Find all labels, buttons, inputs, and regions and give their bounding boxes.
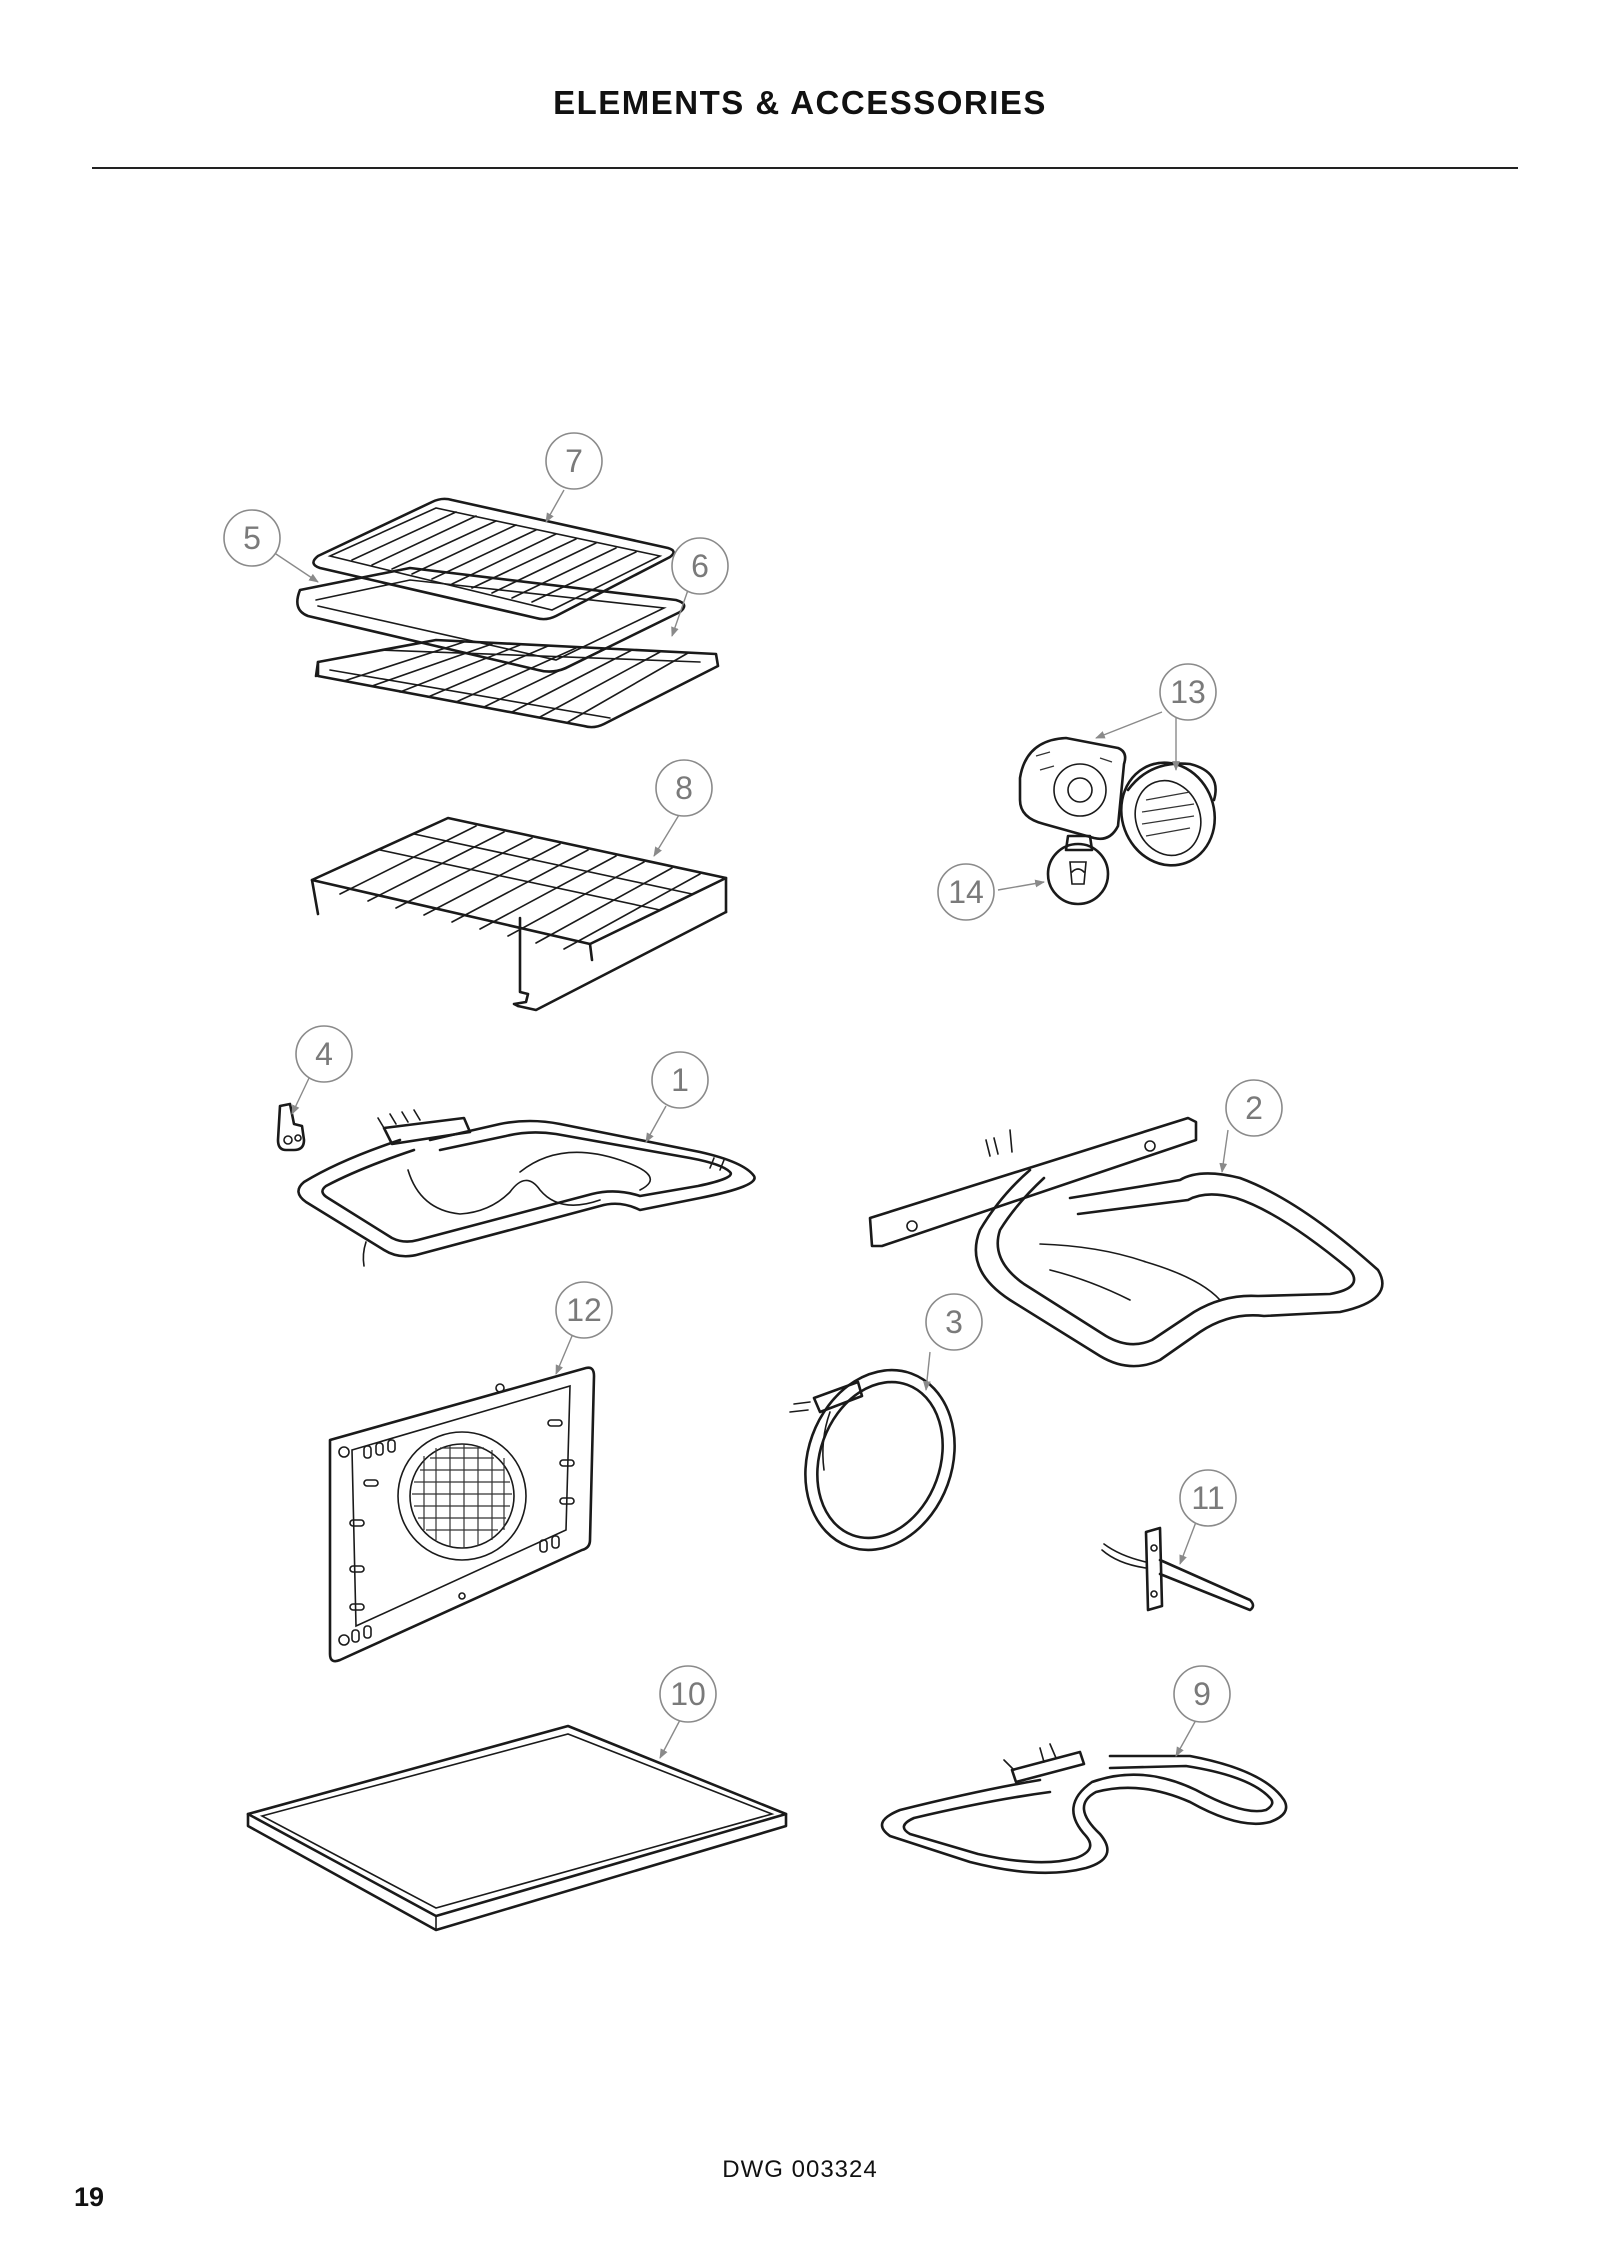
callout-3: 3	[925, 1293, 983, 1351]
oven-lamp-assembly-part	[1018, 736, 1217, 867]
header-divider	[92, 167, 1518, 169]
drawing-number: DWG 003324	[722, 2156, 878, 2183]
top-element-part	[868, 1116, 1384, 1368]
callout-leaders	[269, 489, 1229, 1759]
grill-element-part	[297, 1109, 756, 1267]
callout-3-label: 3	[945, 1304, 963, 1340]
page-number: 19	[74, 2182, 105, 2212]
callout-14: 14	[937, 863, 995, 921]
bottom-element-part	[880, 1743, 1288, 1875]
grill-pan-insert-part	[312, 497, 675, 621]
oven-shelf-part	[310, 816, 728, 1012]
callout-14-label: 14	[948, 874, 984, 910]
callout-6-label: 6	[691, 548, 709, 584]
rear-panel-part	[328, 1366, 596, 1663]
callout-5-label: 5	[243, 520, 261, 556]
callout-11: 11	[1179, 1469, 1237, 1527]
callout-10: 10	[659, 1665, 717, 1723]
callout-11-label: 11	[1191, 1480, 1224, 1516]
callout-1-label: 1	[671, 1062, 689, 1098]
callout-5: 5	[223, 509, 281, 567]
callout-7-label: 7	[565, 443, 583, 479]
callout-13: 13	[1159, 663, 1217, 721]
callout-6: 6	[671, 537, 729, 595]
callout-2-label: 2	[1245, 1090, 1263, 1126]
callout-7: 7	[545, 432, 603, 490]
oven-sensor-part	[1101, 1526, 1255, 1612]
callout-13-label: 13	[1170, 674, 1206, 710]
callout-9: 9	[1173, 1665, 1231, 1723]
callout-10-label: 10	[670, 1676, 706, 1712]
callout-2: 2	[1225, 1079, 1283, 1137]
lamp-bulb-part	[1046, 834, 1110, 906]
callout-12: 12	[555, 1281, 613, 1339]
callout-4: 4	[295, 1025, 353, 1083]
callout-8: 8	[655, 759, 713, 817]
callout-12-label: 12	[566, 1292, 602, 1328]
page-title: ELEMENTS & ACCESSORIES	[553, 84, 1047, 121]
callout-8-label: 8	[675, 770, 693, 806]
shelf-rack-part	[314, 638, 720, 729]
element-clip-part	[276, 1102, 306, 1152]
callout-4-label: 4	[315, 1036, 333, 1072]
callout-9-label: 9	[1193, 1676, 1211, 1712]
callout-1: 1	[651, 1051, 709, 1109]
oven-liner-part	[246, 1724, 788, 1932]
fan-element-part	[789, 1368, 956, 1552]
